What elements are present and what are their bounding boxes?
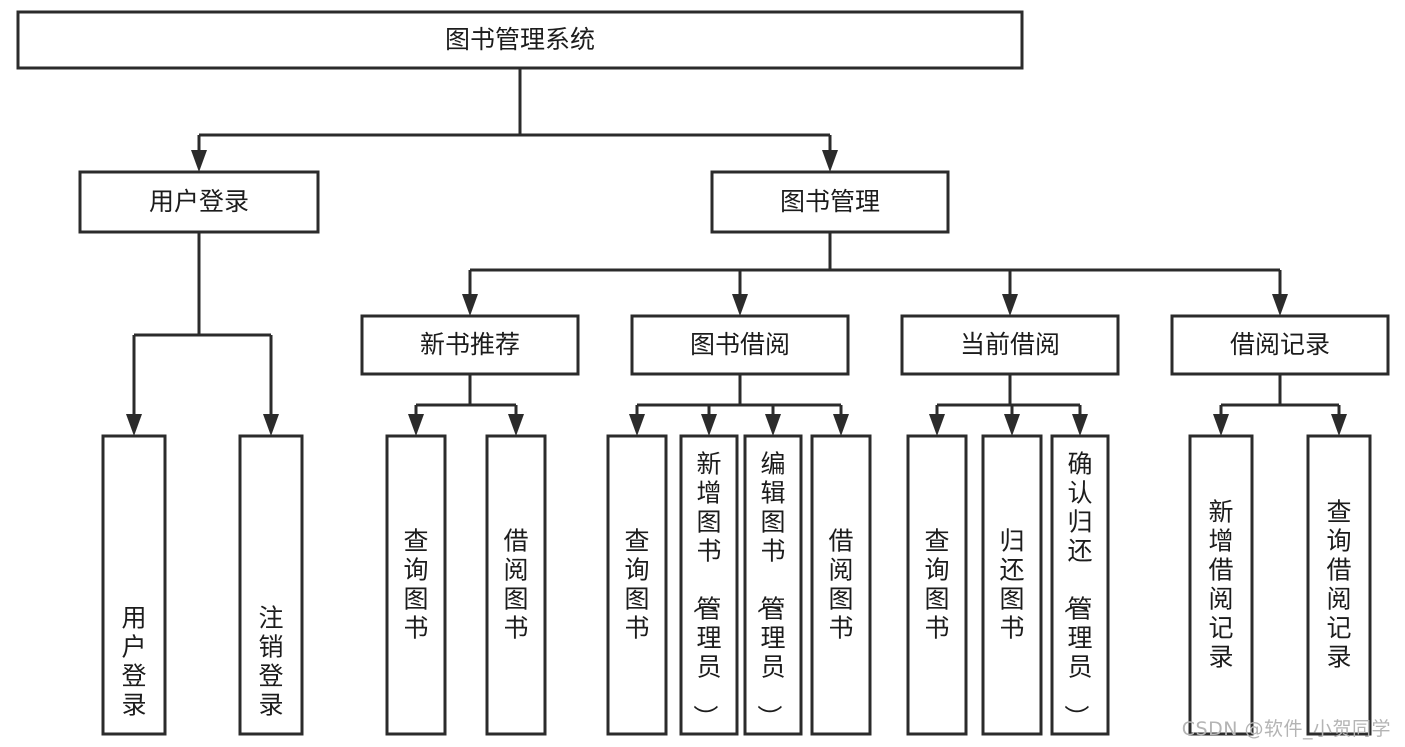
node-box-leaf-return-book [981, 434, 1043, 736]
node-box-leaf-borrow-book [810, 434, 872, 736]
node-layer: 图书管理系统用户登录图书管理新书推荐图书借阅当前借阅借阅记录用户登录注销登录查询… [16, 10, 1390, 736]
node-leaf-borrow-book-recommend[interactable]: 借阅图书 [485, 434, 547, 736]
node-leaf-query-book-recommend[interactable]: 查询图书 [385, 434, 447, 736]
node-box-root [16, 10, 1024, 70]
node-label-user-login: 用户登录 [149, 187, 249, 216]
node-book-manage[interactable]: 图书管理 [710, 170, 950, 234]
node-leaf-return-book[interactable]: 归还图书 [981, 434, 1043, 736]
node-label-leaf-add-borrow-record: 新增借阅记录 [1208, 498, 1233, 672]
node-box-book-manage [710, 170, 950, 234]
node-box-leaf-add-book-admin [679, 434, 739, 736]
node-leaf-query-book-current[interactable]: 查询图书 [906, 434, 968, 736]
node-box-current-borrow [900, 314, 1120, 376]
node-label-root: 图书管理系统 [445, 25, 595, 54]
node-leaf-edit-book-admin[interactable]: 编辑图书（管理员） [743, 434, 803, 736]
node-label-leaf-return-book: 归还图书 [999, 527, 1024, 643]
node-label-leaf-user-login: 用户登录 [121, 604, 146, 720]
node-leaf-query-borrow-record[interactable]: 查询借阅记录 [1306, 434, 1372, 736]
node-box-book-borrow [630, 314, 850, 376]
node-label-borrow-record: 借阅记录 [1230, 330, 1330, 359]
node-box-leaf-query-borrow-record [1306, 434, 1372, 736]
node-box-leaf-query-book-current [906, 434, 968, 736]
node-label-book-manage: 图书管理 [780, 187, 880, 216]
node-label-leaf-query-borrow-record: 查询借阅记录 [1326, 498, 1351, 672]
node-box-leaf-query-book-borrow [606, 434, 668, 736]
node-borrow-record[interactable]: 借阅记录 [1170, 314, 1390, 376]
node-box-leaf-add-borrow-record [1188, 434, 1254, 736]
node-box-new-book-recommend [360, 314, 580, 376]
connector-layer [126, 68, 1347, 436]
node-leaf-user-login[interactable]: 用户登录 [101, 434, 167, 736]
node-box-leaf-borrow-book-recommend [485, 434, 547, 736]
node-leaf-user-logout[interactable]: 注销登录 [238, 434, 304, 736]
node-label-current-borrow: 当前借阅 [960, 330, 1060, 359]
node-label-leaf-edit-book-admin: 编辑图书（管理员） [754, 450, 785, 730]
node-label-leaf-borrow-book-recommend: 借阅图书 [503, 527, 528, 643]
node-leaf-add-book-admin[interactable]: 新增图书（管理员） [679, 434, 739, 736]
node-new-book-recommend[interactable]: 新书推荐 [360, 314, 580, 376]
node-label-new-book-recommend: 新书推荐 [420, 330, 520, 359]
node-box-leaf-user-login [101, 434, 167, 736]
node-label-leaf-query-book-borrow: 查询图书 [624, 527, 649, 643]
node-label-leaf-borrow-book: 借阅图书 [828, 527, 853, 643]
node-label-leaf-confirm-return-admin: 确认归还（管理员） [1061, 450, 1092, 730]
node-box-user-login [78, 170, 320, 234]
node-box-leaf-user-logout [238, 434, 304, 736]
node-leaf-confirm-return-admin[interactable]: 确认归还（管理员） [1050, 434, 1110, 736]
csdn-watermark: CSDN @软件_小贺同学 [1181, 718, 1391, 740]
node-box-leaf-confirm-return-admin [1050, 434, 1110, 736]
node-current-borrow[interactable]: 当前借阅 [900, 314, 1120, 376]
node-label-leaf-user-logout: 注销登录 [258, 604, 283, 720]
node-leaf-add-borrow-record[interactable]: 新增借阅记录 [1188, 434, 1254, 736]
node-user-login[interactable]: 用户登录 [78, 170, 320, 234]
node-label-leaf-add-book-admin: 新增图书（管理员） [690, 450, 721, 730]
node-label-leaf-query-book-current: 查询图书 [924, 527, 949, 643]
node-box-leaf-edit-book-admin [743, 434, 803, 736]
node-label-book-borrow: 图书借阅 [690, 330, 790, 359]
node-leaf-borrow-book[interactable]: 借阅图书 [810, 434, 872, 736]
node-leaf-query-book-borrow[interactable]: 查询图书 [606, 434, 668, 736]
node-label-leaf-query-book-recommend: 查询图书 [403, 527, 428, 643]
node-box-borrow-record [1170, 314, 1390, 376]
node-box-leaf-query-book-recommend [385, 434, 447, 736]
node-root[interactable]: 图书管理系统 [16, 10, 1024, 70]
node-book-borrow[interactable]: 图书借阅 [630, 314, 850, 376]
